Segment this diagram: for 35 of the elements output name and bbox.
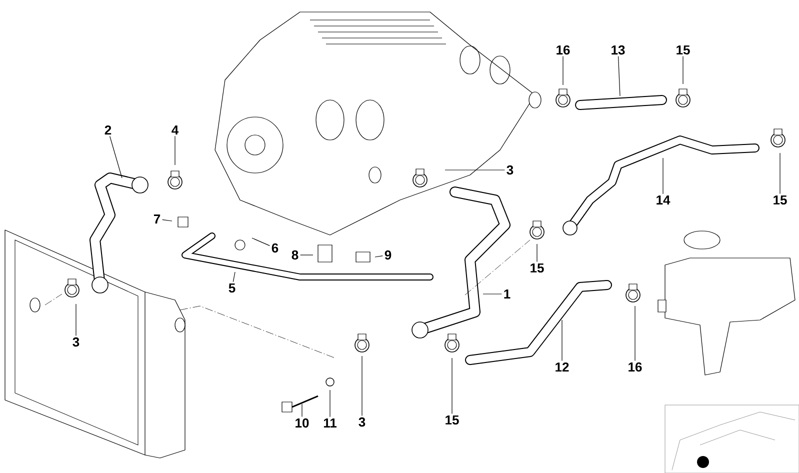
callout-number: 2 (104, 125, 112, 135)
callout-number: 12 (556, 362, 569, 372)
leader-line (374, 256, 383, 258)
callout-number: 3 (72, 337, 80, 347)
callout-number: 13 (612, 45, 625, 55)
callout-number: 11 (324, 418, 337, 428)
leader-line (562, 56, 564, 86)
callout-number: 9 (384, 250, 392, 260)
callout-number: 15 (774, 195, 787, 205)
callout-number: 6 (272, 243, 278, 253)
callout-number: 7 (154, 214, 160, 224)
callout-number: 10 (296, 418, 309, 428)
leader-line (174, 136, 176, 166)
leader-line (618, 56, 620, 96)
callout-number: 16 (628, 362, 642, 372)
callout-number: 15 (446, 415, 459, 425)
callout-number: 4 (172, 126, 179, 134)
leader-line (162, 219, 172, 222)
callout-number: 8 (292, 250, 298, 260)
callout-number: 15 (676, 45, 690, 55)
leader-line (634, 306, 636, 361)
leader-line (232, 272, 236, 282)
leader-line (662, 158, 664, 194)
leader-line (536, 244, 538, 262)
callout-number: 5 (228, 283, 236, 293)
leader-line (682, 56, 684, 84)
callout-number: 16 (556, 45, 570, 55)
callout-number: 14 (656, 196, 670, 204)
callout-number: 1 (504, 290, 510, 298)
leader-line (110, 136, 122, 178)
callout-number: 3 (506, 165, 514, 175)
leader-line (300, 254, 314, 256)
leader-line (252, 238, 270, 246)
callout-number: 15 (530, 263, 544, 273)
callout-number: 3 (358, 417, 366, 427)
